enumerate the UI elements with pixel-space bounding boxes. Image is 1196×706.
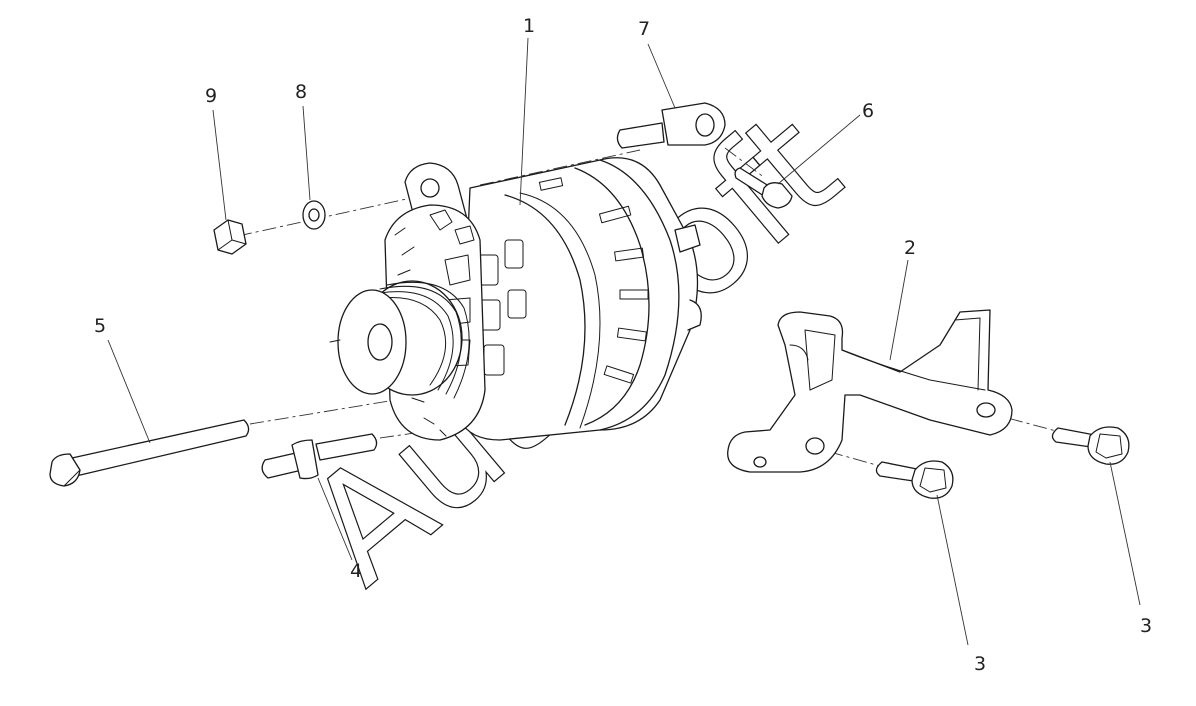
callouts: 1 2 3 3 4 5 6 7 8 9	[94, 15, 1152, 675]
housing-slots	[477, 177, 649, 384]
callout-9: 9	[205, 85, 217, 107]
flange-bolt-3a	[875, 460, 954, 499]
leader-lines	[107, 37, 1141, 646]
nut-9	[213, 219, 247, 255]
sleeve-7	[616, 102, 726, 149]
bolt-6	[734, 167, 793, 209]
callout-7: 7	[638, 18, 650, 40]
callout-5: 5	[94, 315, 106, 337]
callout-4: 4	[350, 560, 362, 582]
callout-2: 2	[904, 237, 916, 259]
callout-3b: 3	[1140, 615, 1152, 637]
stud-4	[261, 433, 378, 480]
long-bolt-5	[49, 419, 250, 487]
washer-8	[302, 200, 326, 230]
callout-1: 1	[523, 15, 535, 37]
pulley	[329, 280, 470, 399]
flange-bolt-3b	[1051, 426, 1130, 465]
mounting-bracket	[727, 309, 1013, 473]
callout-6: 6	[862, 100, 874, 122]
alternator	[329, 157, 702, 441]
callout-3a: 3	[974, 653, 986, 675]
callout-8: 8	[295, 81, 307, 103]
